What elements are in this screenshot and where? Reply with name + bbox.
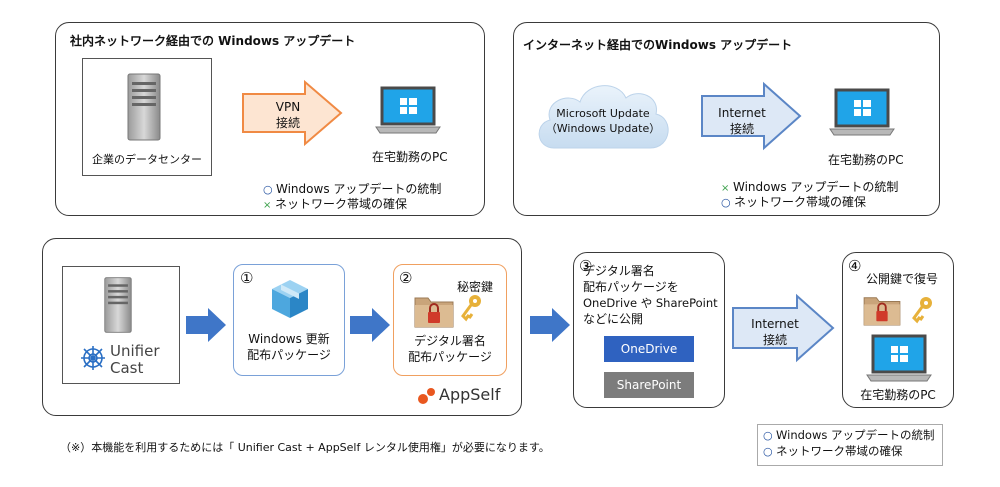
internet-panel-title: インターネット経由でのWindows アップデート (523, 38, 793, 52)
internet-pc-label: 在宅勤務のPC (828, 153, 904, 167)
key-icon (461, 295, 481, 322)
legend-item-2-text: ネットワーク帯域の確保 (776, 444, 903, 458)
package-icon (272, 280, 308, 318)
appself-logo-icon (418, 388, 435, 404)
step2-label-2: 配布パッケージ (408, 350, 492, 364)
legend-item-1-text: Windows アップデートの統制 (776, 428, 935, 442)
locked-folder-icon (863, 297, 901, 326)
vpn-arrow-label-1: VPN (275, 100, 301, 114)
step3-number: ③ (579, 257, 593, 275)
server-icon (104, 277, 132, 333)
legend-item-2: ○ネットワーク帯域の確保 (763, 444, 903, 459)
step1-label-1: Windows 更新 (248, 332, 330, 346)
circle-mark-icon: ○ (721, 196, 731, 209)
footnote: （※）本機能を利用するためには「 Unifier Cast + AppSelf … (60, 441, 550, 454)
key-icon (912, 297, 932, 324)
vpn-status-1-text: Windows アップデートの統制 (276, 182, 442, 196)
circle-mark-icon: ○ (263, 183, 273, 196)
unifier-cast-logo-icon (81, 346, 105, 370)
cloud-label-1: Microsoft Update (556, 107, 650, 120)
onedrive-button[interactable]: OneDrive (604, 336, 694, 362)
datacenter-label: 企業のデータセンター (92, 153, 202, 166)
vpn-pc-label: 在宅勤務のPC (372, 150, 448, 164)
internet-status-1-text: Windows アップデートの統制 (733, 180, 899, 194)
cloud-icon (538, 85, 669, 149)
step3-label-3: OneDrive や SharePoint (583, 296, 718, 310)
flow-arrow-2 (350, 308, 390, 342)
step1-label-2: 配布パッケージ (247, 348, 331, 362)
unifier-cast-label-2: Cast (110, 359, 144, 377)
internet-status-1: ×Windows アップデートの統制 (721, 180, 898, 196)
unifier-cast-label-1: Unifier (110, 342, 160, 360)
step2-label-1: デジタル署名 (414, 334, 486, 348)
flow-arrow-1 (186, 308, 226, 342)
step3-label-1: デジタル署名 (583, 264, 655, 278)
server-icon (127, 73, 161, 141)
laptop-icon (829, 88, 895, 136)
step4-box (842, 252, 954, 408)
step4-key-label: 公開鍵で復号 (866, 272, 939, 286)
step4-pc-label: 在宅勤務のPC (860, 388, 936, 402)
legend-item-1: ○Windows アップデートの統制 (763, 428, 935, 443)
vpn-panel-title: 社内ネットワーク経由での Windows アップデート (70, 34, 356, 48)
step3-label-2: 配布パッケージを (583, 280, 679, 294)
circle-mark-icon: ○ (763, 445, 773, 458)
locked-folder-icon (414, 297, 454, 328)
internet-arrow-2 (732, 293, 835, 363)
vpn-arrow (242, 79, 343, 147)
vpn-status-2: ×ネットワーク帯域の確保 (263, 197, 407, 213)
internet-arrow-label-1: Internet (718, 106, 766, 120)
vpn-arrow-label-2: 接続 (275, 116, 300, 130)
internet-status-2-text: ネットワーク帯域の確保 (734, 195, 867, 209)
internet-arrow (701, 81, 802, 151)
internet-status-2: ○ネットワーク帯域の確保 (721, 195, 866, 210)
step4-number: ④ (848, 257, 862, 275)
flow-arrow-label-1: Internet (751, 317, 799, 331)
step2-key-label: 秘密鍵 (457, 280, 494, 294)
step2-number: ② (399, 269, 413, 287)
vpn-status-1: ○Windows アップデートの統制 (263, 182, 441, 197)
flow-arrow-3 (530, 308, 570, 342)
legend-box (757, 424, 943, 466)
step3-label-4: などに公開 (583, 312, 644, 326)
flow-arrow-label-2: 接続 (762, 333, 787, 347)
laptop-icon (375, 86, 441, 134)
appself-label: AppSelf (439, 385, 501, 404)
cross-mark-icon: × (721, 183, 730, 194)
vpn-status-2-text: ネットワーク帯域の確保 (275, 197, 408, 211)
step1-number: ① (240, 269, 254, 287)
circle-mark-icon: ○ (763, 429, 773, 442)
sharepoint-button[interactable]: SharePoint (604, 372, 694, 398)
laptop-icon (866, 334, 932, 382)
internet-arrow-label-2: 接続 (729, 122, 754, 136)
cross-mark-icon: × (263, 200, 272, 211)
cloud-label-2: （Windows Update） (545, 122, 661, 135)
